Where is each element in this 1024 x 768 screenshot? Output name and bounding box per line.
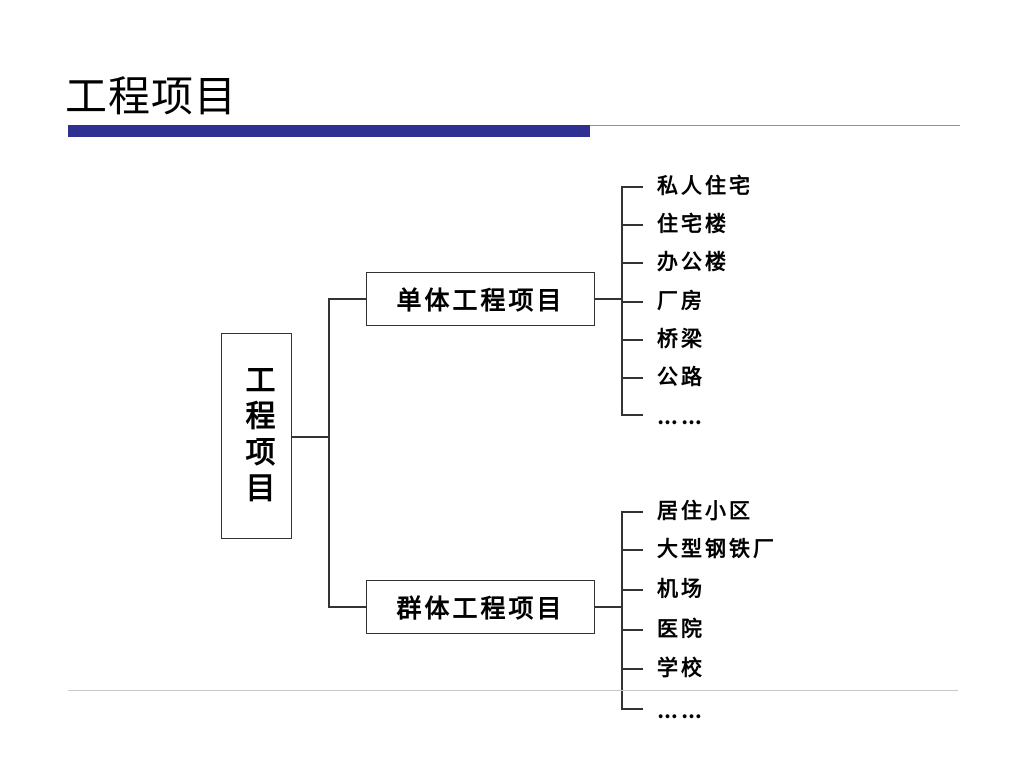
branch-node-single-label: 单体工程项目	[396, 286, 565, 315]
leaf-item: 公路	[657, 364, 705, 389]
leaf-tick	[621, 708, 643, 710]
leaf-item: ……	[657, 698, 705, 723]
leaf-item: 住宅楼	[657, 211, 729, 236]
connector-branch-2-vertical	[621, 511, 623, 709]
leaf-tick	[621, 224, 643, 226]
connector-to-branch-2	[328, 606, 366, 608]
leaf-item: 厂房	[657, 288, 705, 313]
leaf-tick	[621, 301, 643, 303]
title-underline-rule	[590, 125, 960, 126]
connector-to-branch-1	[328, 298, 366, 300]
leaf-item: 桥梁	[657, 326, 705, 351]
leaf-tick	[621, 339, 643, 341]
branch-node-group-label: 群体工程项目	[396, 594, 565, 623]
connector-branch-1-to-list	[595, 298, 622, 300]
leaf-item: 机场	[657, 576, 705, 601]
leaf-tick	[621, 589, 643, 591]
leaf-tick	[621, 511, 643, 513]
footer-rule	[68, 690, 958, 691]
leaf-item: ……	[657, 404, 705, 429]
leaf-tick	[621, 668, 643, 670]
leaf-item: 居住小区	[657, 498, 753, 523]
connector-branch-2-to-list	[595, 606, 622, 608]
connector-trunk-vertical	[328, 298, 330, 607]
leaf-tick	[621, 549, 643, 551]
branch-node-single: 单体工程项目	[366, 272, 595, 326]
root-node-label: 工程项目	[239, 364, 275, 508]
leaf-tick	[621, 629, 643, 631]
leaf-item: 医院	[657, 616, 705, 641]
leaf-item: 办公楼	[657, 249, 729, 274]
leaf-item: 学校	[657, 655, 705, 680]
leaf-item: 私人住宅	[657, 173, 753, 198]
branch-node-group: 群体工程项目	[366, 580, 595, 634]
leaf-tick	[621, 262, 643, 264]
connector-branch-1-vertical	[621, 186, 623, 415]
leaf-item: 大型钢铁厂	[657, 536, 777, 561]
connector-root-to-trunk	[292, 436, 328, 438]
title-underline-accent	[68, 125, 590, 137]
leaf-tick	[621, 186, 643, 188]
root-node: 工程项目	[221, 333, 292, 539]
leaf-tick	[621, 377, 643, 379]
leaf-tick	[621, 414, 643, 416]
slide-title: 工程项目	[65, 72, 238, 121]
